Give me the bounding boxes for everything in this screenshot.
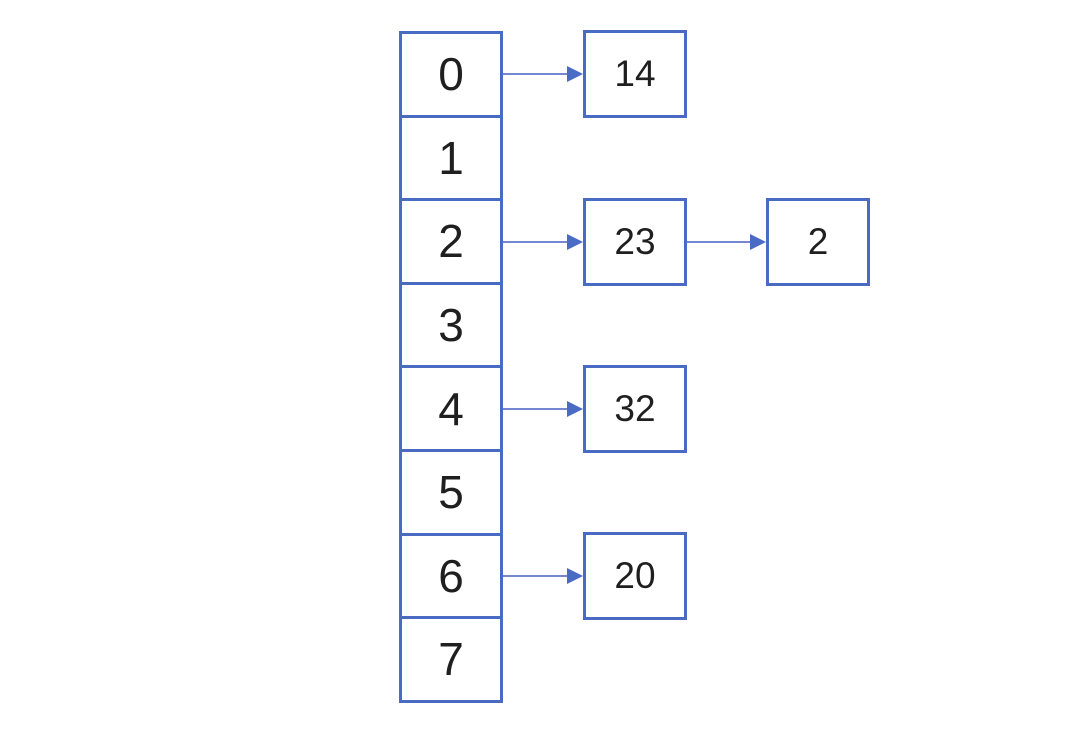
- arrow-head-icon: [567, 400, 583, 417]
- arrow-head-icon: [750, 233, 766, 250]
- arrow-shaft: [503, 407, 570, 410]
- arrow-head-icon: [567, 233, 583, 250]
- bucket-cell-0: 0: [399, 31, 503, 118]
- arrow-head-icon: [567, 567, 583, 584]
- bucket-cell-5: 5: [399, 448, 503, 536]
- arrow-shaft: [687, 240, 753, 243]
- bucket-cell-1: 1: [399, 114, 503, 202]
- chain-node-bucket4-0: 32: [583, 364, 687, 453]
- arrow-shaft: [503, 73, 570, 76]
- chain-node-bucket0-0: 14: [583, 30, 687, 119]
- chain-node-bucket2-0: 23: [583, 197, 687, 286]
- bucket-cell-6: 6: [399, 532, 503, 620]
- pointer-arrow-bucket4-0: [503, 400, 583, 417]
- bucket-cell-2: 2: [399, 198, 503, 285]
- arrow-shaft: [503, 574, 570, 577]
- bucket-cell-4: 4: [399, 365, 503, 452]
- pointer-arrow-bucket2-1: [687, 233, 766, 250]
- pointer-arrow-bucket0-0: [503, 66, 583, 83]
- pointer-arrow-bucket6-0: [503, 567, 583, 584]
- pointer-arrow-bucket2-0: [503, 233, 583, 250]
- arrow-shaft: [503, 240, 570, 243]
- bucket-cell-7: 7: [399, 616, 503, 703]
- arrow-head-icon: [567, 66, 583, 83]
- bucket-cell-3: 3: [399, 281, 503, 369]
- chain-node-bucket2-1: 2: [766, 197, 870, 286]
- chain-node-bucket6-0: 20: [583, 531, 687, 620]
